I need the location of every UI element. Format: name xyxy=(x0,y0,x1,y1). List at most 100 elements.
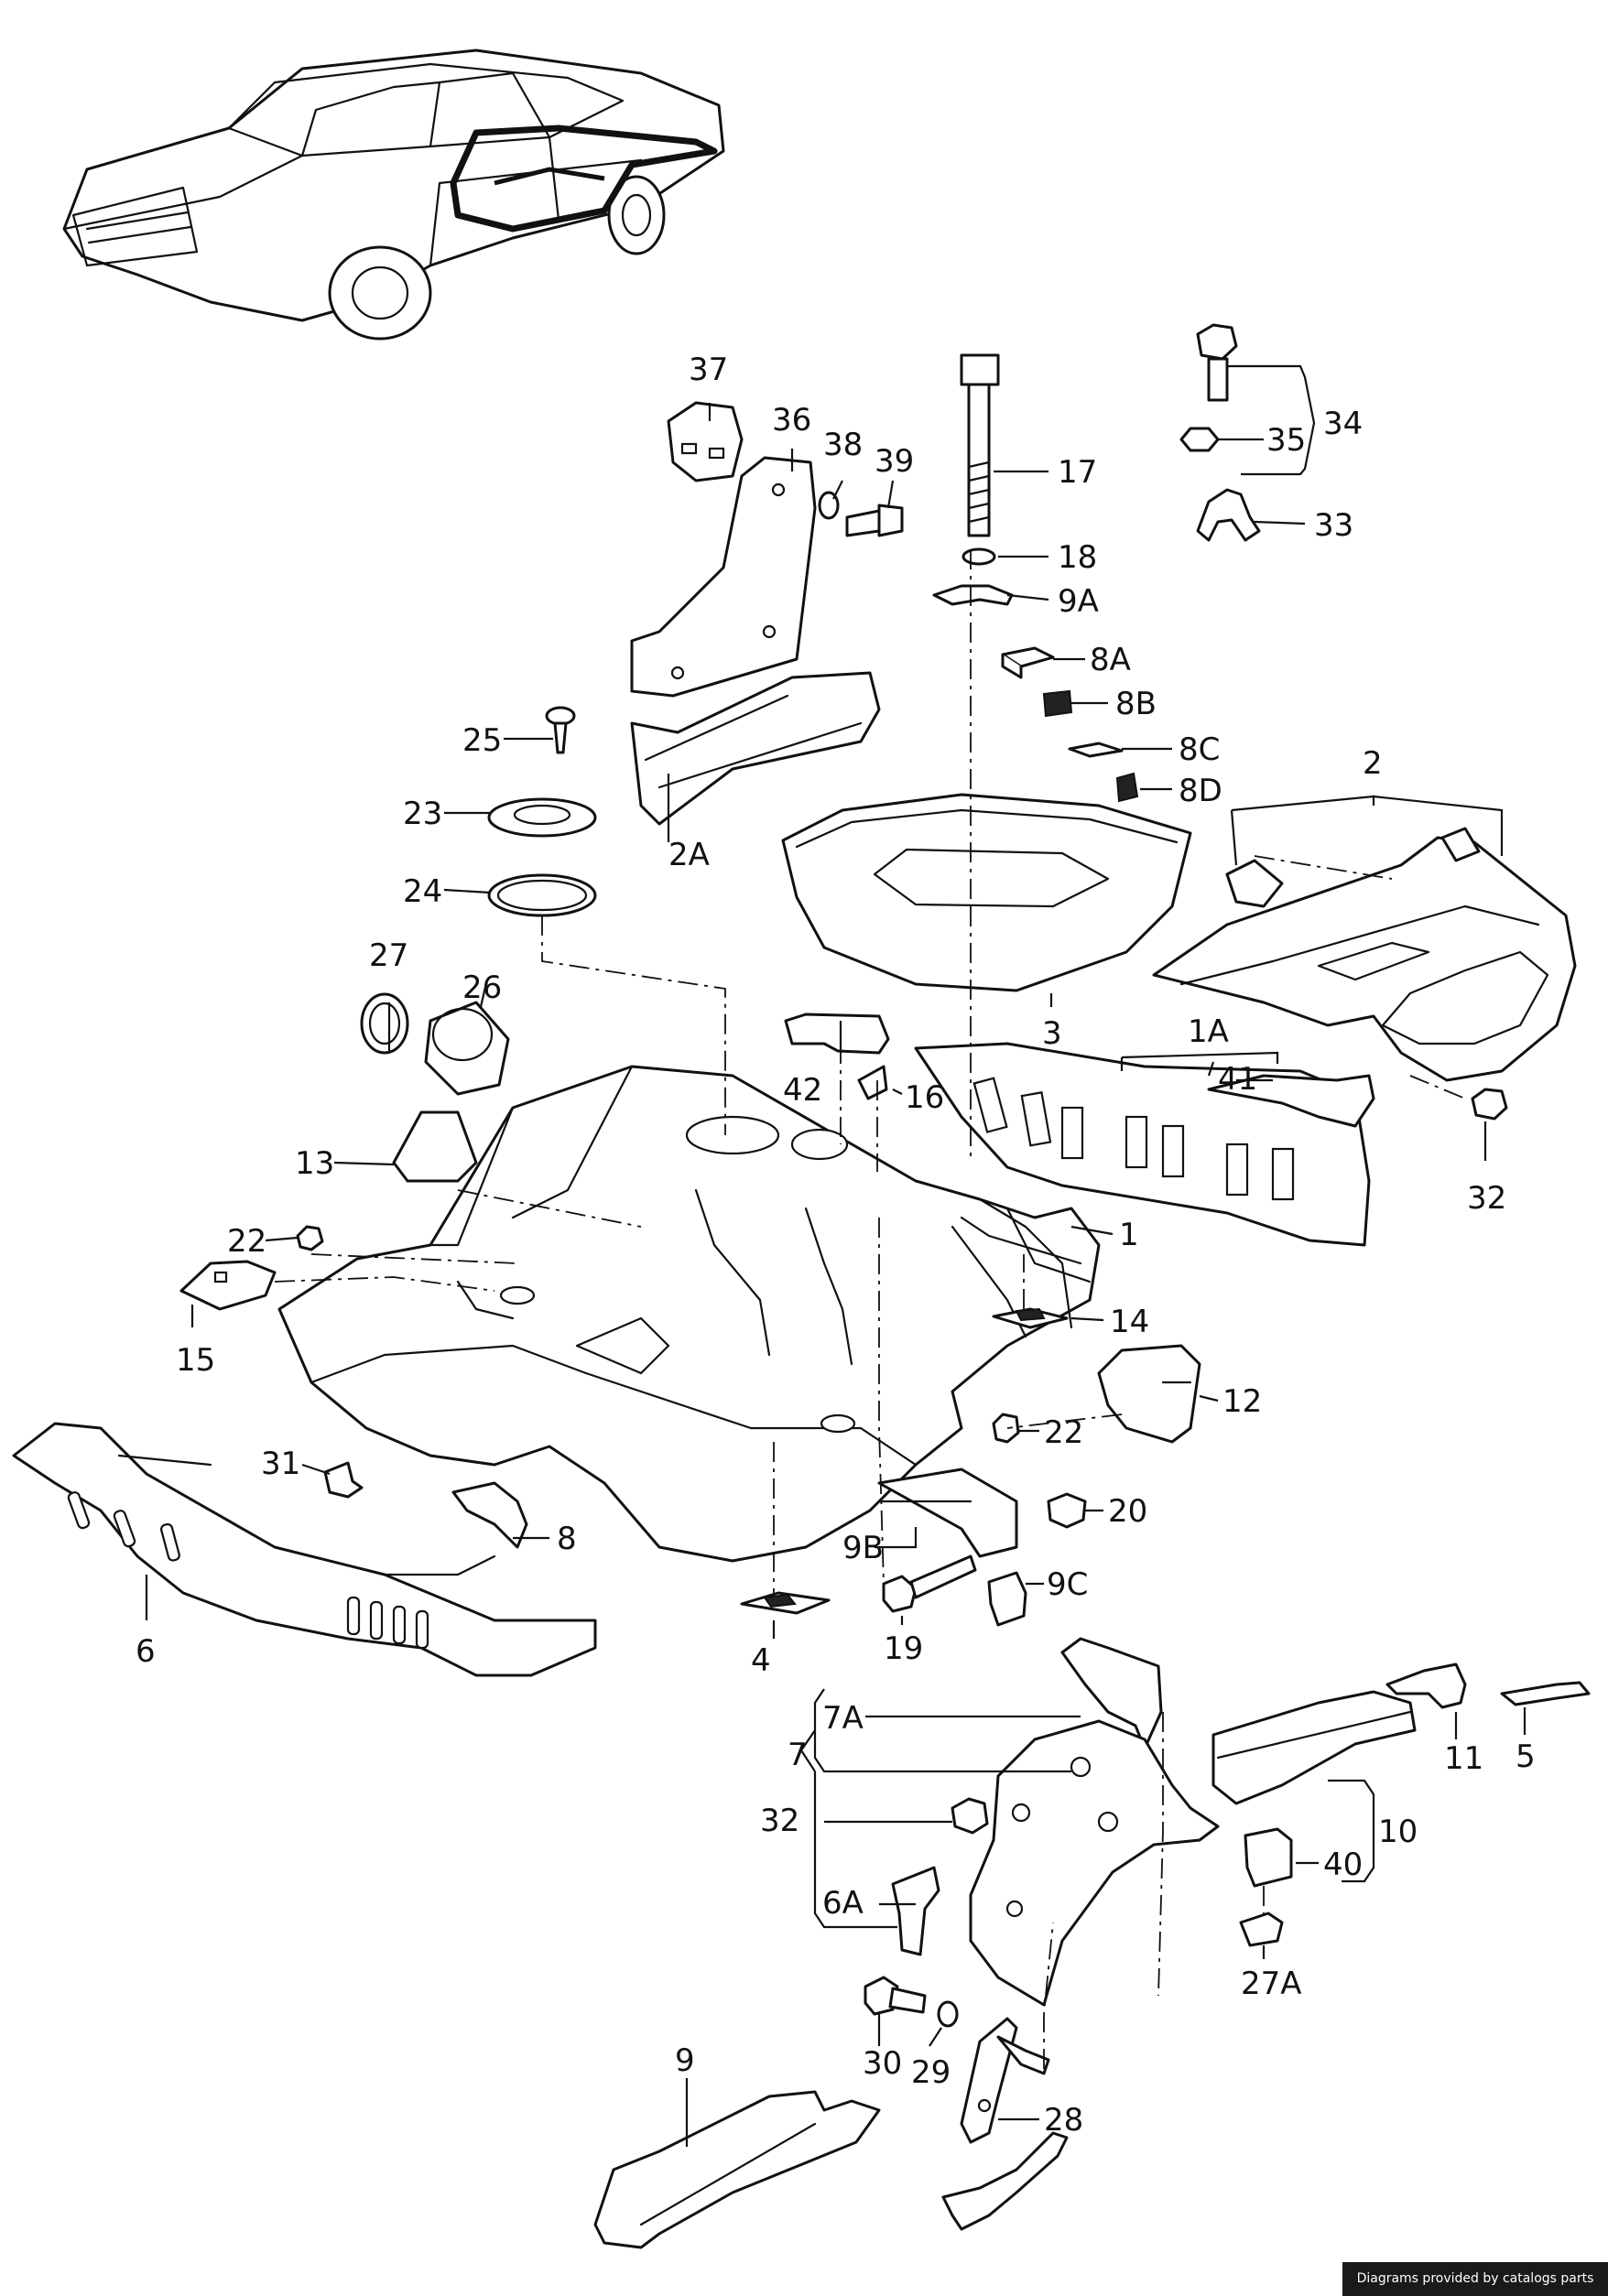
part-8A-pad xyxy=(1001,646,1055,679)
part-9C-bush xyxy=(987,1571,1027,1627)
part-36-panel xyxy=(630,456,817,698)
label-3: 3 xyxy=(1042,1015,1062,1052)
part-35-nut xyxy=(1179,427,1220,452)
label-20: 20 xyxy=(1108,1493,1147,1530)
part-2A-rail xyxy=(630,671,881,826)
label-32-top: 32 xyxy=(1467,1180,1506,1217)
part-11-bracket xyxy=(1385,1662,1467,1709)
label-7: 7 xyxy=(788,1737,808,1773)
part-9-lower-sill xyxy=(593,2090,881,2249)
label-22-left: 22 xyxy=(227,1223,266,1260)
part-27A-mount xyxy=(1239,1912,1284,1947)
label-6: 6 xyxy=(136,1633,156,1670)
part-16-clip xyxy=(857,1065,888,1100)
part-30-bolt xyxy=(864,1976,927,2016)
part-18-washer xyxy=(962,547,996,566)
assembly-lines xyxy=(274,549,1466,2069)
part-28-lower-bracket xyxy=(941,2131,1069,2231)
label-34: 34 xyxy=(1323,406,1363,442)
part-9B-crossmember xyxy=(877,1467,1018,1558)
label-28: 28 xyxy=(1044,2102,1083,2139)
label-13: 13 xyxy=(295,1145,334,1182)
footer-credit: Diagrams provided by catalogs parts xyxy=(1342,2262,1608,2296)
part-32-grommet-top xyxy=(1471,1088,1508,1121)
label-8A: 8A xyxy=(1090,642,1131,678)
part-42-bracket xyxy=(784,1013,890,1055)
label-11: 11 xyxy=(1444,1740,1483,1777)
part-17-long-bolt xyxy=(960,353,1000,537)
label-27A: 27A xyxy=(1241,1966,1302,2002)
car-illustration xyxy=(62,49,725,341)
part-22-grommet-left xyxy=(296,1225,324,1251)
part-14-pad xyxy=(992,1307,1069,1329)
part-28-bracket xyxy=(960,2017,1050,2144)
part-37-bracket xyxy=(667,401,744,482)
part-23-cap xyxy=(487,797,597,838)
label-10: 10 xyxy=(1378,1814,1418,1850)
part-4-pad xyxy=(740,1591,831,1615)
label-15: 15 xyxy=(176,1342,215,1379)
label-9C: 9C xyxy=(1047,1566,1088,1603)
part-8-bracket xyxy=(451,1481,528,1549)
part-7-side-member xyxy=(969,1719,1220,2007)
label-2A: 2A xyxy=(668,837,710,873)
label-19: 19 xyxy=(884,1630,923,1667)
part-22-grommet-right xyxy=(992,1413,1020,1444)
part-8D-pad xyxy=(1115,772,1139,803)
part-39-bolt xyxy=(845,504,904,537)
part-13-bracket xyxy=(392,1110,478,1183)
label-33: 33 xyxy=(1314,507,1353,544)
label-29: 29 xyxy=(911,2054,951,2091)
label-40: 40 xyxy=(1323,1847,1363,1883)
part-12-bracket xyxy=(1097,1344,1201,1444)
part-3-spare-wheel-well xyxy=(781,793,1192,992)
part-40-mount xyxy=(1244,1827,1293,1888)
label-17: 17 xyxy=(1058,454,1097,491)
label-2: 2 xyxy=(1363,745,1383,782)
part-8C-pad xyxy=(1068,742,1124,758)
label-1: 1 xyxy=(1119,1217,1139,1253)
part-29-washer xyxy=(937,2000,959,2028)
label-9B: 9B xyxy=(842,1530,884,1566)
label-16: 16 xyxy=(905,1079,944,1116)
label-7A: 7A xyxy=(822,1700,864,1737)
part-6-side-sill xyxy=(12,1422,597,1677)
label-6A: 6A xyxy=(822,1885,864,1922)
label-18: 18 xyxy=(1058,539,1097,576)
label-30: 30 xyxy=(863,2045,902,2082)
label-8D: 8D xyxy=(1179,773,1222,809)
part-33-clip xyxy=(1196,488,1261,542)
label-5: 5 xyxy=(1516,1738,1536,1775)
label-26: 26 xyxy=(462,969,502,1006)
label-39: 39 xyxy=(875,443,914,480)
label-8B: 8B xyxy=(1115,686,1157,722)
label-8: 8 xyxy=(557,1521,577,1557)
part-6A-bracket xyxy=(891,1866,940,1956)
label-41: 41 xyxy=(1218,1061,1257,1098)
part-9A-bracket xyxy=(932,584,1014,606)
part-27-ring xyxy=(360,992,409,1055)
label-23: 23 xyxy=(403,796,442,832)
part-2-rear-floor-panel xyxy=(1152,827,1577,1082)
label-14: 14 xyxy=(1110,1304,1149,1340)
label-42: 42 xyxy=(783,1072,822,1109)
part-26-sleeve xyxy=(424,1001,510,1096)
part-24-seal xyxy=(487,873,597,917)
part-20-bush xyxy=(1047,1492,1087,1529)
part-41-bracket xyxy=(1207,1074,1375,1128)
label-37: 37 xyxy=(689,352,728,388)
part-5-clip xyxy=(1500,1681,1591,1706)
leader-lines xyxy=(145,364,1527,2147)
part-32-grommet-lower xyxy=(951,1797,989,1835)
label-38: 38 xyxy=(823,427,863,463)
label-25: 25 xyxy=(462,722,502,759)
label-22-right: 22 xyxy=(1044,1414,1083,1451)
part-1-main-floor-pan xyxy=(277,1065,1101,1563)
label-36: 36 xyxy=(772,402,811,439)
label-35: 35 xyxy=(1266,422,1306,459)
label-31: 31 xyxy=(261,1446,300,1482)
part-10-rail xyxy=(1211,1690,1417,1805)
part-labels: 37 36 38 39 17 18 9A 34 35 33 8A 8B 8C 8… xyxy=(136,352,1536,2139)
label-4: 4 xyxy=(751,1642,771,1679)
part-8B-pad xyxy=(1042,689,1073,718)
